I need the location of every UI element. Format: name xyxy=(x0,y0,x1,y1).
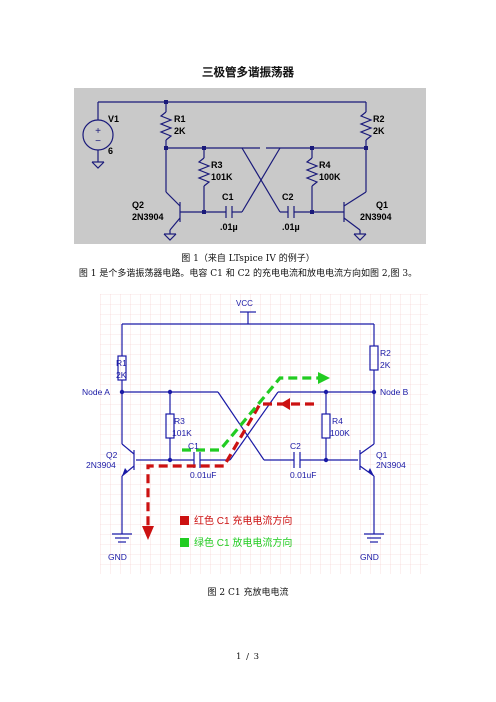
v1-value: 6 xyxy=(108,146,113,156)
description-text: 图 1 是个多谐振荡器电路。电容 C1 和 C2 的充电电流和放电电流方向如图 … xyxy=(78,269,418,279)
svg-text:−: − xyxy=(95,136,101,147)
r3-value: 101K xyxy=(172,428,192,438)
c1-label: C1 xyxy=(222,192,234,202)
r3-label: R3 xyxy=(174,416,185,426)
c1-value: 0.01uF xyxy=(190,470,216,480)
q2-model: 2N3904 xyxy=(86,460,116,470)
r4-label: R4 xyxy=(332,416,343,426)
r4-value: 100K xyxy=(319,172,341,182)
q1-model: 2N3904 xyxy=(360,212,392,222)
legend-red-swatch xyxy=(180,516,189,525)
r2-label: R2 xyxy=(373,114,385,124)
r4-value: 100K xyxy=(330,428,350,438)
r2-value: 2K xyxy=(373,126,385,136)
legend-red-text: 红色 C1 充电电流方向 xyxy=(194,514,292,527)
figure-2-caption: 图 2 C1 充放电电流 xyxy=(207,588,289,598)
v1-label: V1 xyxy=(108,114,119,124)
node-a-label: Node A xyxy=(82,387,110,397)
r1-label: R1 xyxy=(174,114,186,124)
legend-green-text: 绿色 C1 放电电流方向 xyxy=(194,536,292,549)
gnd-left-label: GND xyxy=(108,552,127,562)
svg-text:+: + xyxy=(95,126,101,137)
c2-label: C2 xyxy=(290,441,301,451)
legend-green-swatch xyxy=(180,538,189,547)
c1-label: C1 xyxy=(188,441,199,451)
c2-label: C2 xyxy=(282,192,294,202)
r4-label: R4 xyxy=(319,160,331,170)
figure-2-schematic: VCC R1 2K R2 2K Node A Node B R3 101K R4… xyxy=(82,294,428,574)
vcc-label: VCC xyxy=(236,299,253,308)
r2-value: 2K xyxy=(380,360,391,370)
r1-value: 2K xyxy=(174,126,186,136)
q2-label: Q2 xyxy=(132,200,144,210)
c2-value: 0.01uF xyxy=(290,470,316,480)
c2-value: .01µ xyxy=(282,222,300,232)
document-title: 三极管多谐振荡器 xyxy=(202,65,294,79)
r1-value: 2K xyxy=(116,370,127,380)
r2-label: R2 xyxy=(380,348,391,358)
gnd-right-label: GND xyxy=(360,552,379,562)
r3-label: R3 xyxy=(211,160,223,170)
node-b-label: Node B xyxy=(380,387,409,397)
q1-label: Q1 xyxy=(376,200,388,210)
page-number: 1 / 3 xyxy=(235,652,261,662)
figure-1-caption: 图 1（来自 LTspice IV 的例子） xyxy=(181,254,315,264)
c1-value: .01µ xyxy=(220,222,238,232)
figure-1-schematic: + − V1 6 R1 2K R2 2K R3 101K R4 100K C1 … xyxy=(74,88,426,244)
r3-value: 101K xyxy=(211,172,233,182)
r1-label: R1 xyxy=(116,358,127,368)
q1-label: Q1 xyxy=(376,450,388,460)
q2-label: Q2 xyxy=(106,450,118,460)
q2-model: 2N3904 xyxy=(132,212,164,222)
q1-model: 2N3904 xyxy=(376,460,406,470)
